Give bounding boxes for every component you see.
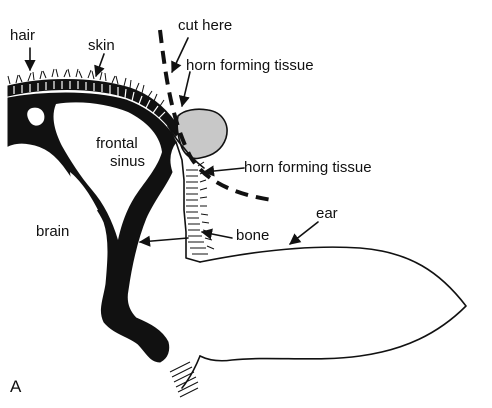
horn-bud bbox=[176, 108, 228, 160]
label-horn-forming-tissue-top: horn forming tissue bbox=[186, 57, 314, 74]
skull-bone bbox=[7, 92, 177, 363]
label-brain: brain bbox=[36, 223, 69, 240]
label-frontal: frontal bbox=[96, 135, 138, 152]
label-hair: hair bbox=[10, 27, 35, 44]
label-cut-here: cut here bbox=[178, 17, 232, 34]
ear-outline bbox=[199, 246, 467, 362]
hair-strands bbox=[7, 68, 165, 107]
ear-base bbox=[169, 355, 201, 398]
leader-arrows bbox=[24, 37, 319, 247]
label-ear: ear bbox=[316, 205, 338, 222]
panel-label: A bbox=[10, 377, 22, 396]
cut-line bbox=[158, 29, 273, 202]
label-skin: skin bbox=[88, 37, 115, 54]
label-sinus: sinus bbox=[110, 153, 145, 170]
label-bone: bone bbox=[236, 227, 269, 244]
label-horn-forming-tissue-mid: horn forming tissue bbox=[244, 159, 372, 176]
